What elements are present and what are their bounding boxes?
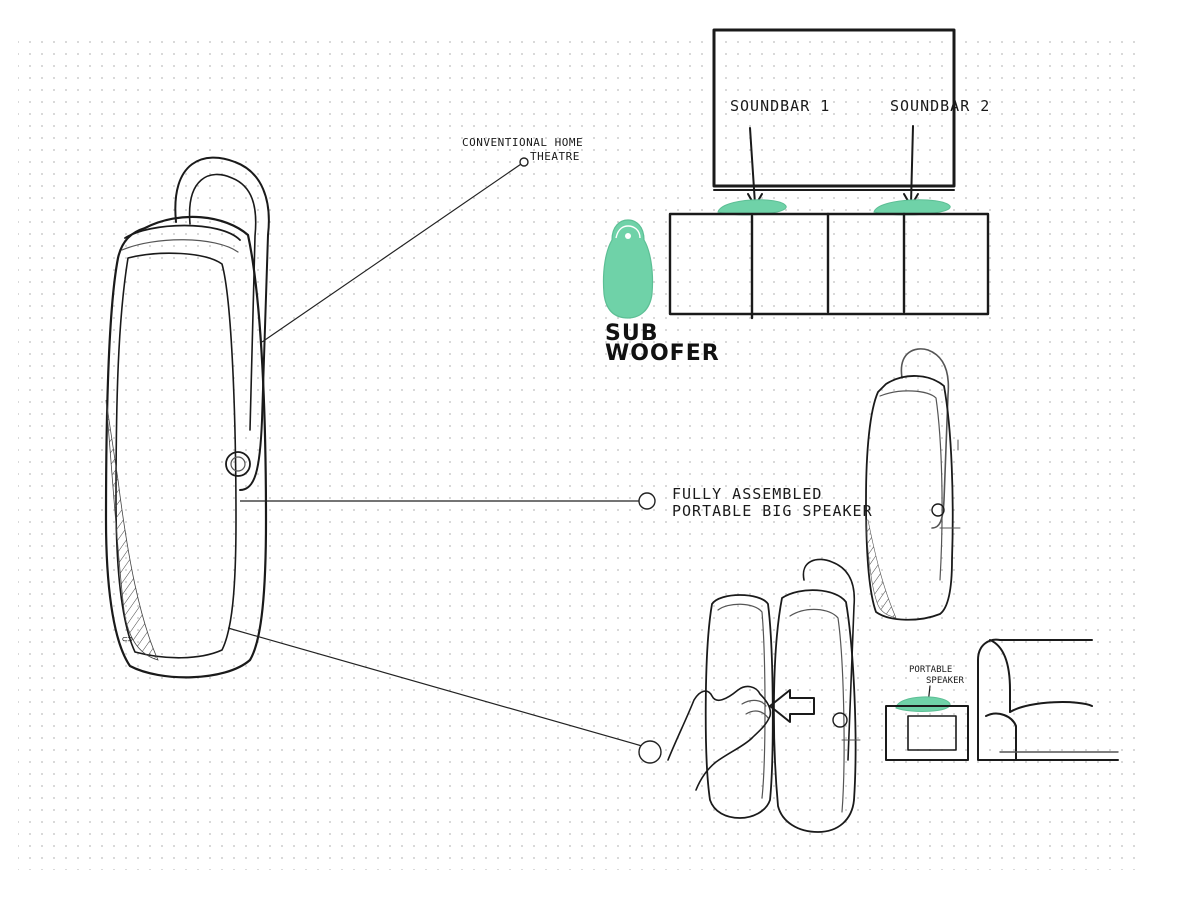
label-portable-2: SPEAKER — [926, 676, 965, 686]
media-cabinet — [668, 212, 990, 320]
label-woofer: WOOFER — [605, 341, 720, 366]
label-conventional-home-theatre-1: CONVENTIONAL HOME — [462, 136, 583, 149]
portable-speaker-small — [895, 696, 951, 712]
leader-line-home-theatre — [261, 161, 525, 343]
callout-dot-detach — [638, 740, 662, 764]
dot-grid — [18, 40, 1142, 870]
callout-dot-assembled — [638, 492, 656, 510]
label-conventional-home-theatre-2: THEATRE — [530, 150, 580, 163]
side-table — [885, 705, 969, 761]
label-fully-assembled-1: FULLY ASSEMBLED — [672, 485, 822, 503]
svg-text:⊂⊃: ⊂⊃ — [122, 635, 133, 645]
label-fully-assembled-2: PORTABLE BIG SPEAKER — [672, 502, 873, 520]
label-portable-1: PORTABLE — [909, 665, 952, 675]
label-soundbar-1: SOUNDBAR 1 — [730, 97, 830, 115]
callout-dot-home-theatre — [519, 157, 529, 167]
detached-speaker-drawing — [667, 558, 861, 833]
label-soundbar-2: SOUNDBAR 2 — [890, 97, 990, 115]
label-sub: SUB — [605, 321, 658, 346]
sofa-drawing — [977, 638, 1119, 761]
subwoofer-drawing — [602, 219, 654, 319]
big-speaker-drawing: ⊂⊃ — [104, 156, 270, 679]
small-speaker-drawing — [865, 348, 961, 621]
leader-line-detach — [227, 627, 643, 747]
